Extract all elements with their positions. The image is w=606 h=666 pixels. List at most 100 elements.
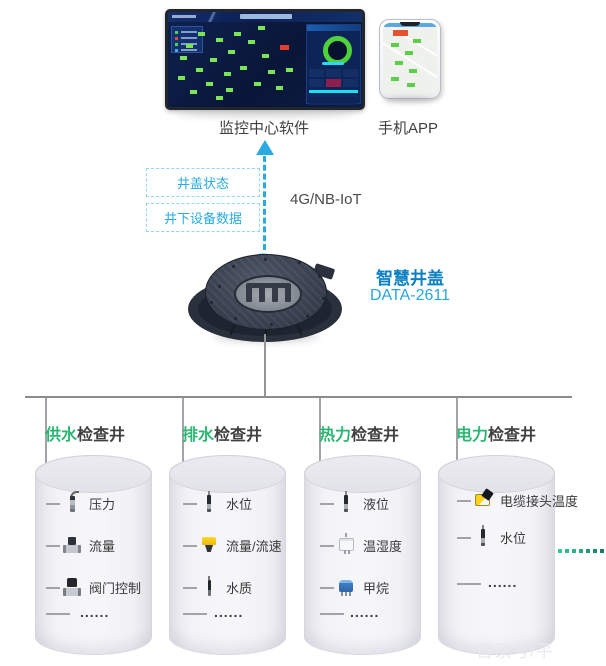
well-header-power: 电力检查井 — [456, 421, 536, 445]
sensor-row: 液位 — [336, 488, 389, 518]
sensor-label: 液位 — [363, 496, 390, 512]
branch-tick — [46, 545, 60, 547]
branch-tick — [46, 503, 60, 505]
branch-tick — [320, 503, 334, 505]
well-header-water-supply: 供水检查井 — [45, 421, 125, 445]
cable-temp-icon — [473, 488, 493, 512]
branch-tick — [46, 613, 70, 615]
methane-icon — [336, 575, 356, 599]
sensor-row: 电缆接头温度 — [473, 485, 578, 515]
sensor-label: 水质 — [226, 580, 253, 596]
well-more-dots: ...... — [214, 604, 244, 620]
connector-main-vertical — [264, 334, 266, 397]
well-cylinder-2 — [169, 455, 286, 655]
panel-table-rows — [309, 95, 358, 97]
panel-table-header — [309, 90, 358, 93]
phone-caption: 手机APP — [377, 120, 438, 137]
sensor-row: 水位 — [199, 488, 252, 518]
legend-dots — [175, 31, 178, 34]
branch-tick — [320, 587, 334, 589]
dashboard-screen — [168, 12, 362, 107]
manhole-cover-top — [205, 254, 327, 330]
well-type: 热力 — [319, 427, 352, 444]
branch-tick — [46, 587, 60, 589]
well-header-drainage: 排水检查井 — [182, 421, 262, 445]
branch-tick — [457, 583, 481, 585]
uplink-message-cover-status: 井盖状态 — [146, 168, 260, 197]
map-markers-green — [198, 32, 205, 36]
smart-manhole-cover — [188, 252, 342, 344]
device-name: 智慧井盖 — [376, 269, 444, 288]
branch-tick — [320, 545, 334, 547]
manhole-grate-bar — [272, 285, 278, 302]
sensor-row: 流量 — [62, 530, 115, 560]
manhole-center-plate — [234, 275, 302, 313]
uplink-dashed-line — [263, 156, 266, 250]
monitor-caption: 监控中心软件 — [218, 120, 309, 137]
branch-tick — [183, 613, 207, 615]
branch-tick — [183, 503, 197, 505]
sensor-row: 水位 — [473, 522, 526, 552]
connector-bus — [25, 396, 572, 398]
map-legend — [171, 26, 203, 53]
dashboard-topbar — [168, 12, 362, 22]
dashboard-streak — [206, 12, 218, 22]
uplink-message-device-data: 井下设备数据 — [146, 203, 260, 232]
dashboard-side-panel — [306, 24, 361, 104]
sensor-label: 甲烷 — [363, 580, 390, 596]
well-lid — [438, 455, 555, 493]
sensor-label: 流量 — [89, 538, 116, 554]
well-suffix: 检查井 — [77, 427, 126, 444]
well-lid — [35, 455, 152, 493]
device-model: DATA-2611 — [369, 287, 451, 304]
side-panel-header — [307, 25, 360, 31]
sensor-label: 流量/流速 — [226, 538, 282, 554]
mobile-phone — [379, 19, 441, 99]
valve-control-icon — [62, 575, 82, 599]
map-marker-alert — [280, 45, 289, 50]
well-cylinder-4 — [438, 455, 555, 655]
well-more-dots: ...... — [488, 574, 518, 590]
phone-notch — [400, 22, 420, 26]
well-cylinder-3 — [304, 455, 421, 655]
sensor-row: 压力 — [62, 488, 115, 518]
sensor-row: 甲烷 — [336, 572, 389, 602]
well-suffix: 检查井 — [488, 427, 537, 444]
temp-humidity-icon — [336, 533, 356, 557]
well-type: 供水 — [45, 427, 78, 444]
sensor-row: 温湿度 — [336, 530, 402, 560]
flow-velocity-icon — [199, 533, 219, 557]
sensor-label: 电缆接头温度 — [500, 493, 579, 509]
level-probe-icon — [199, 491, 219, 515]
legend-bars — [181, 31, 197, 33]
well-more-dots: ...... — [350, 604, 380, 620]
well-header-heating: 热力检查井 — [319, 421, 399, 445]
quality-probe-icon — [199, 575, 219, 599]
phone-shadow — [384, 97, 434, 103]
donut-chart — [323, 36, 352, 65]
branch-tick — [320, 613, 344, 615]
uplink-arrow-icon — [256, 140, 274, 155]
dashboard-logo — [172, 15, 196, 18]
sensor-row: 阀门控制 — [62, 572, 141, 602]
sensor-label: 水位 — [226, 496, 253, 512]
phone-screen — [383, 23, 437, 95]
flow-meter-icon — [62, 533, 82, 557]
watermark: 百家号/平 — [476, 642, 554, 661]
dashboard-title-glow — [240, 14, 292, 19]
sensor-label: 压力 — [89, 496, 116, 512]
pressure-sensor-icon — [62, 491, 82, 515]
stat-cell-alert — [326, 79, 341, 87]
well-suffix: 检查井 — [351, 427, 400, 444]
sensor-label: 水位 — [500, 530, 527, 546]
panel-divider — [322, 62, 344, 65]
level-probe-icon — [473, 525, 493, 549]
well-suffix: 检查井 — [214, 427, 263, 444]
well-lid — [169, 455, 286, 493]
branch-tick — [183, 587, 197, 589]
branch-tick — [183, 545, 197, 547]
well-type: 电力 — [456, 427, 489, 444]
manhole-grate-bar — [285, 285, 291, 302]
network-label: 4G/NB-IoT — [290, 191, 362, 208]
